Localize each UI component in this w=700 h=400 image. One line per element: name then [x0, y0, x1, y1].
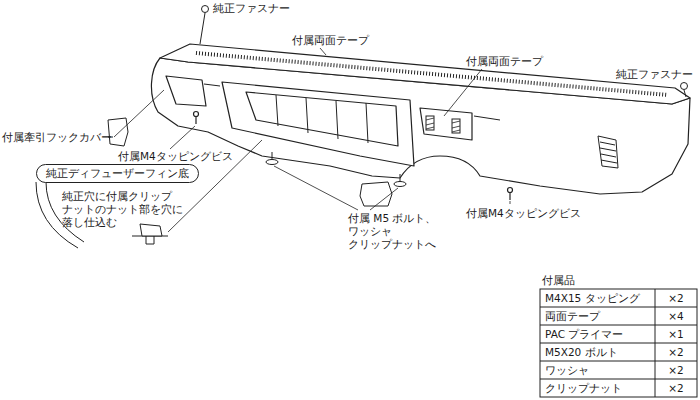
table-count: M5X20 ボルト	[545, 346, 618, 359]
table-count: ワッシャ	[545, 364, 589, 377]
table-count: 両面テープ	[545, 310, 600, 323]
note-box: 純正ディフューザーフィン底	[36, 164, 199, 183]
fastener-label: 純正ファスナー	[213, 2, 290, 15]
table-count: PAC プライマー	[545, 328, 623, 341]
fastener-label: 純正ファスナー	[616, 68, 693, 81]
screw-label: 付属M4タッピングビス	[466, 207, 581, 220]
table-item: ×2	[668, 292, 683, 305]
table-item: ×2	[668, 346, 683, 359]
screw-label: 付属M4タッピングビス	[118, 150, 233, 163]
table-count: クリップナット	[545, 382, 622, 395]
table-item: ×4	[668, 310, 683, 323]
tape-label: 付属両面テープ	[292, 34, 369, 47]
table-heading: 付属品	[542, 274, 575, 287]
table-item: ×2	[668, 364, 683, 377]
bolt-label: 付属 M5 ボルト、 ワッシャ クリップナットへ	[348, 212, 444, 251]
hook-cover-label: 付属牽引フックカバー	[2, 131, 112, 144]
table-item: ×1	[668, 328, 683, 341]
table-count: M4X15 タッピング	[545, 292, 640, 305]
tape-label: 付属両面テープ	[466, 55, 543, 68]
table-item: ×2	[668, 382, 683, 395]
note-text: 純正ディフューザーフィン底	[46, 167, 189, 180]
install-note: 純正穴に付属クリップ ナットのナット部を穴に 落し仕込む	[62, 190, 186, 229]
